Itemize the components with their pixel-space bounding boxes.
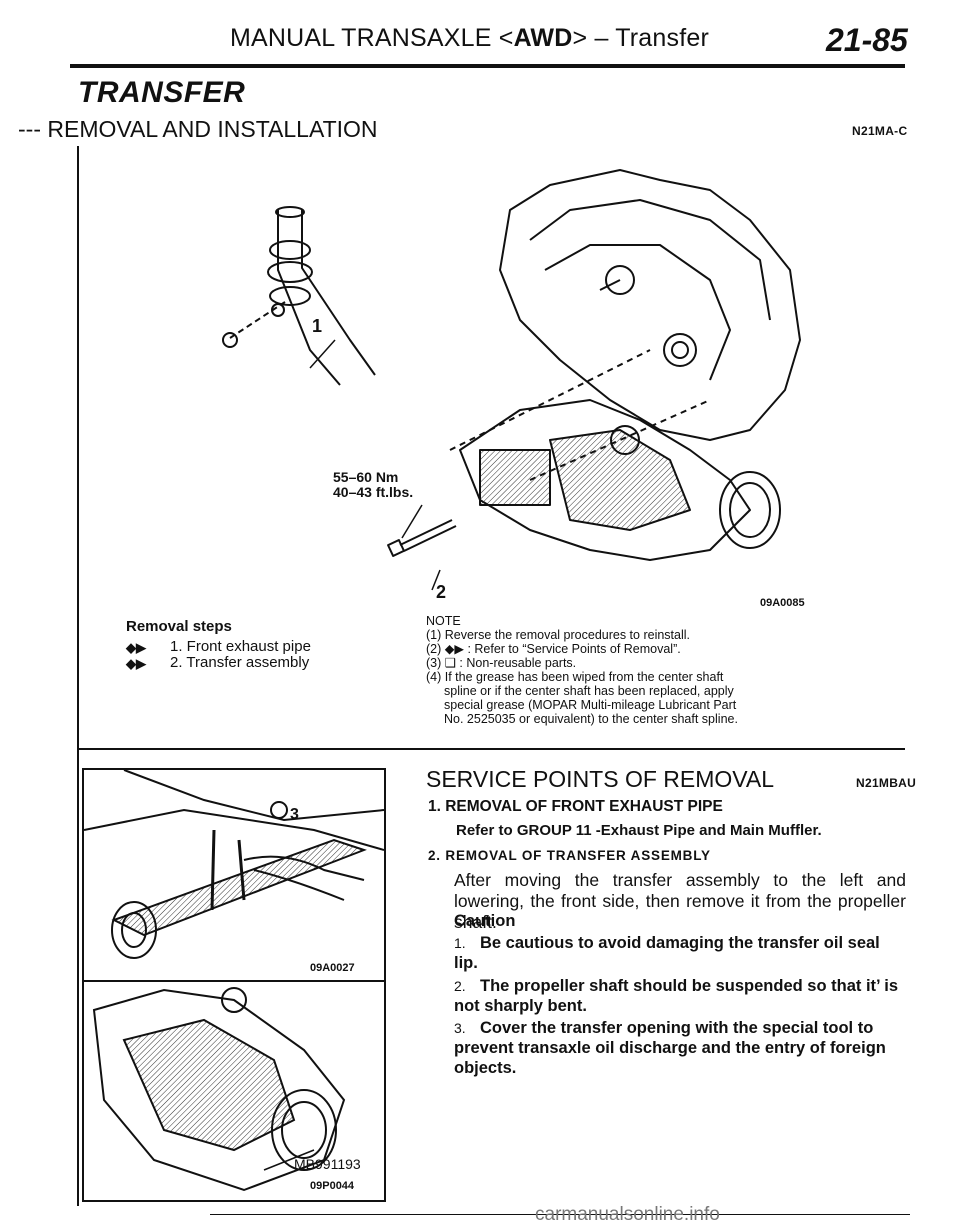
transfer-exploded-illustration <box>222 169 801 591</box>
note-title: NOTE <box>426 614 461 628</box>
service-heading-2: 2. REMOVAL OF TRANSFER ASSEMBLY <box>428 848 711 863</box>
callout-1: 1 <box>312 316 323 336</box>
special-tool-illustration <box>92 987 346 1192</box>
figure-id-b: 09P0044 <box>310 1180 355 1192</box>
service-code: N21MBAU <box>856 776 917 790</box>
left-rule <box>77 146 79 1206</box>
page-number: 21-85 <box>826 22 908 58</box>
service-heading-1: 1. REMOVAL OF FRONT EXHAUST PIPE <box>428 798 723 815</box>
watermark: carmanualsonline.info <box>535 1204 720 1225</box>
callout-3: 3 <box>290 806 299 823</box>
torque-nm: 55–60 Nm <box>333 469 399 485</box>
service-reference: Refer to GROUP 11 -Exhaust Pipe and Main… <box>456 822 822 839</box>
note-line-4-cont: No. 2525035 or equivalent) to the center… <box>444 712 738 726</box>
note-line-2: (2) ◆▶ : Refer to “Service Points of Rem… <box>426 642 681 656</box>
service-points-title: SERVICE POINTS OF REMOVAL <box>426 766 775 792</box>
figure-special-tool: MB991193 09P0044 <box>82 980 386 1202</box>
callout-2: 2 <box>436 582 447 602</box>
torque-spec: 55–60 Nm 40–43 ft.lbs. <box>333 470 413 500</box>
note-block: NOTE (1) Reverse the removal procedures … <box>426 614 846 726</box>
note-line-1: (1) Reverse the removal procedures to re… <box>426 628 691 642</box>
header-rule <box>70 64 905 68</box>
section-code: N21MA-C <box>852 124 908 138</box>
caution-item-3: 3.Cover the transfer opening with the sp… <box>454 1018 906 1078</box>
service-point-icon: ◆▶ <box>126 656 146 671</box>
caution-item-1: 1.Be cautious to avoid damaging the tran… <box>454 933 906 973</box>
section-title: TRANSFER <box>78 76 246 109</box>
caution-number: 1. <box>454 935 466 951</box>
caution-text: The propeller shaft should be suspended … <box>454 977 899 1015</box>
section-divider <box>77 748 905 750</box>
figure-id-a: 09A0027 <box>310 962 355 974</box>
removal-step-1: 1. Front exhaust pipe <box>170 638 311 655</box>
note-line-4: (4) If the grease has been wiped from th… <box>426 670 724 684</box>
caution-text: Cover the transfer opening with the spec… <box>454 1019 886 1077</box>
note-line-4-cont: special grease (MOPAR Multi-mileage Lubr… <box>444 698 737 712</box>
caution-label: Caution <box>454 912 516 930</box>
propeller-shaft-illustration <box>83 769 385 959</box>
removal-step-2: 2. Transfer assembly <box>170 654 310 671</box>
torque-ft: 40–43 ft.lbs. <box>333 484 414 500</box>
subsection-title: --- REMOVAL AND INSTALLATION <box>18 116 378 142</box>
caution-text: Be cautious to avoid damaging the transf… <box>454 934 880 972</box>
caution-number: 3. <box>454 1020 466 1036</box>
note-line-4-cont: spline or if the center shaft has been r… <box>444 684 734 698</box>
note-line-3: (3) ❑ : Non-reusable parts. <box>426 656 577 670</box>
service-body: After moving the transfer assembly to th… <box>454 870 906 932</box>
figure-id-main: 09A0085 <box>760 597 805 609</box>
header-title: MANUAL TRANSAXLE <AWD> – Transfer <box>230 24 709 52</box>
footer-rule <box>210 1214 910 1215</box>
figure-propeller-shaft: 3 09A0027 <box>82 768 386 982</box>
service-point-icon: ◆▶ <box>126 640 146 655</box>
removal-steps-title: Removal steps <box>126 618 232 635</box>
caution-item-2: 2.The propeller shaft should be suspende… <box>454 976 906 1016</box>
caution-number: 2. <box>454 978 466 994</box>
tool-number: MB991193 <box>294 1156 361 1172</box>
